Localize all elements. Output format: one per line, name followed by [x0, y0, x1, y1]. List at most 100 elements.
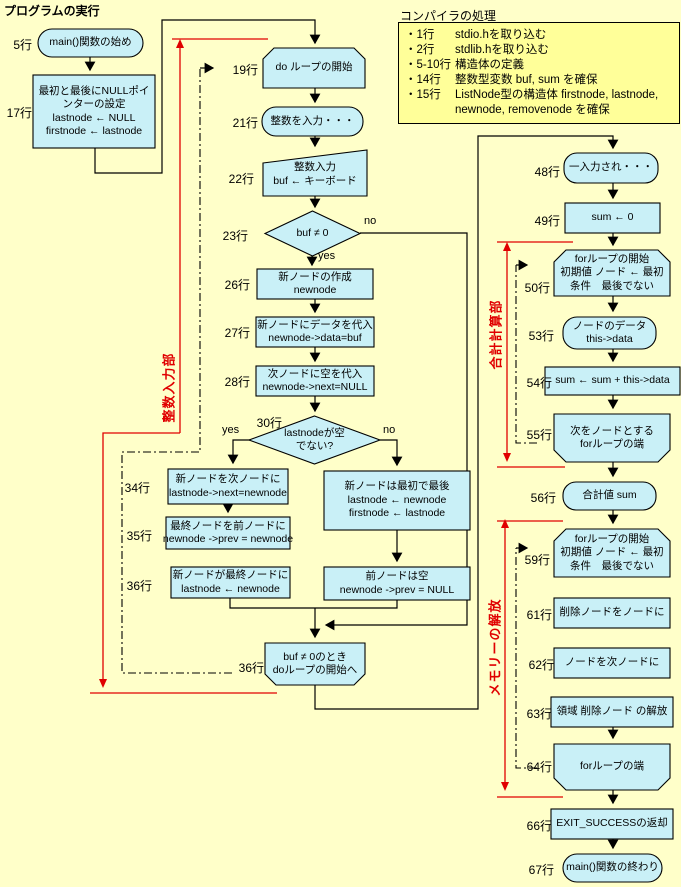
- node-text-line: 整数入力: [294, 161, 336, 173]
- node-text-line: 条件 最後でない: [570, 279, 654, 292]
- line-label-48: 48行: [534, 165, 560, 179]
- node-text-line: newnode ->prev = NULL: [339, 583, 455, 596]
- flow-node-19-do-loop-start: do ループの開始: [263, 48, 365, 88]
- node-text-line: 最初と最後にNULLポイ: [38, 84, 150, 97]
- node-text-line: lastnode ← newnode: [181, 582, 280, 595]
- loop-range-brackets: [121, 68, 537, 769]
- node-text-line: firstnode ← lastnode: [348, 507, 446, 520]
- compiler-note-item: ・5-10行 構造体の定義: [405, 58, 675, 73]
- node-text-line: 新ノードは最初で最後: [344, 480, 450, 493]
- shape-decision-23: [263, 210, 362, 257]
- section-label-integer-input: 整数入力部: [161, 352, 177, 423]
- section-label-sum-calc: 合計計算部: [488, 299, 504, 370]
- note-line: ・15行: [405, 89, 441, 101]
- shape-process-26: [256, 268, 374, 300]
- compiler-note-item: ・1行 stdio.hを取り込む: [405, 28, 675, 43]
- note-line: ・2行: [405, 44, 435, 56]
- node-text-line: 新ノードにデータを代入: [257, 318, 373, 331]
- flow-node-36-set-lastnode: 新ノードが最終ノードに lastnode ← newnode: [171, 567, 290, 598]
- node-text-line: 前ノードは空: [365, 570, 429, 582]
- shape-loopstart-50: [553, 249, 671, 297]
- flow-node-34-link-next: 新ノードを次ノードに lastnode->next=newnode: [168, 469, 288, 504]
- line-label-27: 27行: [224, 326, 250, 340]
- node-text-line: 新ノードの作成: [278, 270, 352, 283]
- node-text-line: 次ノードに空を代入: [267, 367, 363, 380]
- node-text-line: 初期値 ノード ← 最初: [560, 546, 664, 559]
- note-text: 整数型変数 buf, sum を確保: [455, 74, 598, 86]
- flow-node-first-and-last: 新ノードは最初で最後 lastnode ← newnode firstnode …: [324, 471, 470, 530]
- shape-process-28: [255, 365, 375, 397]
- flow-node-23-buf-not-zero: buf ≠ 0: [265, 211, 360, 256]
- note-text: ListNode型の構造体 firstnode, lastnode, newno…: [455, 89, 659, 116]
- node-text-line: forループの開始: [574, 532, 650, 545]
- flow-node-67-main-end: main()関数の終わり: [563, 854, 662, 882]
- flow-node-22-keyboard-input: 整数入力 buf ← キーボード: [263, 153, 367, 196]
- shape-terminator-5: [37, 28, 144, 58]
- node-text-line: 整数を入力・・・: [270, 114, 355, 127]
- line-label-54: 54行: [526, 376, 552, 390]
- flow-node-63-free-area: 領域 削除ノード の解放: [551, 697, 673, 727]
- line-label-5: 5行: [13, 38, 32, 52]
- line-label-50: 50行: [524, 281, 550, 295]
- flow-node-62-next-node: ノードを次ノードに: [554, 648, 670, 678]
- node-text-line: main()関数の終わり: [566, 861, 659, 874]
- line-label-17: 17行: [6, 106, 32, 120]
- node-shapes: [32, 28, 681, 883]
- line-label-28: 28行: [224, 375, 250, 389]
- line-label-53: 53行: [528, 329, 554, 343]
- flow-node-61-remove-node: 削除ノードをノードに: [554, 598, 670, 628]
- node-text-line: 次をノードとする: [570, 424, 654, 437]
- black-connectors: [84, 19, 619, 850]
- flow-node-28-next-null: 次ノードに空を代入 newnode->next=NULL: [256, 366, 374, 396]
- node-text-line: 初期値 ノード ← 最初: [560, 266, 664, 279]
- node-text-line: buf ← キーボード: [273, 174, 357, 187]
- note-text: 構造体の定義: [455, 59, 524, 71]
- flow-node-prev-null: 前ノードは空 newnode ->prev = NULL: [324, 567, 470, 600]
- shape-loopstart-59: [553, 528, 671, 578]
- branch-yes-23: yes: [318, 250, 336, 262]
- node-text-line: 新ノードが最終ノードに: [172, 569, 289, 581]
- node-text-line: 領域 削除ノード の解放: [556, 705, 668, 718]
- flow-node-53-node-data: ノードのデータ this->data: [563, 317, 656, 349]
- node-text-line: ノードを次ノードに: [564, 656, 660, 669]
- line-label-35: 35行: [126, 529, 152, 543]
- shape-loopend-36: [264, 642, 366, 686]
- flow-node-27-assign-data: 新ノードにデータを代入 newnode->data=buf: [256, 317, 374, 347]
- node-text-line: lastnodeが空: [284, 426, 345, 439]
- shape-process-62: [553, 647, 671, 679]
- shape-process-36: [170, 566, 291, 599]
- compiler-note-item: ・15行 ListNode型の構造体 firstnode, lastnode, …: [405, 88, 675, 118]
- shape-loopend-55: [553, 413, 671, 463]
- node-text-line: lastnode->next=newnode: [169, 486, 287, 499]
- node-text-line: EXIT_SUCCESSの返却: [556, 817, 668, 830]
- line-label-62: 62行: [528, 658, 554, 672]
- flow-node-5-main-start: main()関数の始め: [38, 29, 143, 57]
- node-text-line: sum ← 0: [591, 211, 634, 224]
- shape-input-22: [262, 149, 368, 197]
- compiler-note-box: ・1行 stdio.hを取り込む ・2行 stdlib.hを取り込む ・5-10…: [398, 22, 680, 124]
- note-text: stdlib.hを取り込む: [455, 44, 549, 56]
- line-label-30: 30行: [256, 416, 282, 430]
- note-line: ・5-10行: [405, 59, 452, 71]
- node-text-line: ノードのデータ: [572, 319, 647, 332]
- flow-node-30-lastnode-not-empty: lastnodeが空 でない?: [249, 416, 380, 464]
- line-label-61: 61行: [526, 608, 552, 622]
- shape-process-27: [255, 316, 375, 348]
- shape-process-61: [553, 597, 671, 629]
- node-text-line: 一入力され・・・: [569, 161, 653, 174]
- shape-process-prev-null: [323, 566, 471, 601]
- line-label-55: 55行: [526, 428, 552, 442]
- line-label-22: 22行: [228, 172, 254, 186]
- node-text-line: sum ← sum + this->data: [555, 374, 670, 387]
- branch-yes-30: yes: [222, 424, 240, 436]
- flow-node-50-for-loop-start: forループの開始 初期値 ノード ← 最初 条件 最後でない: [554, 250, 670, 296]
- node-text-line: 新ノードを次ノードに: [175, 473, 281, 485]
- shape-process-first-last: [323, 470, 471, 531]
- node-text-line: lastnode ← newnode: [347, 493, 447, 506]
- shape-display-53: [562, 316, 657, 350]
- branch-no-23: no: [364, 215, 377, 227]
- shape-loopend-64: [553, 743, 671, 791]
- flow-node-59-for-loop-start: forループの開始 初期値 ノード ← 最初 条件 最後でない: [554, 529, 670, 577]
